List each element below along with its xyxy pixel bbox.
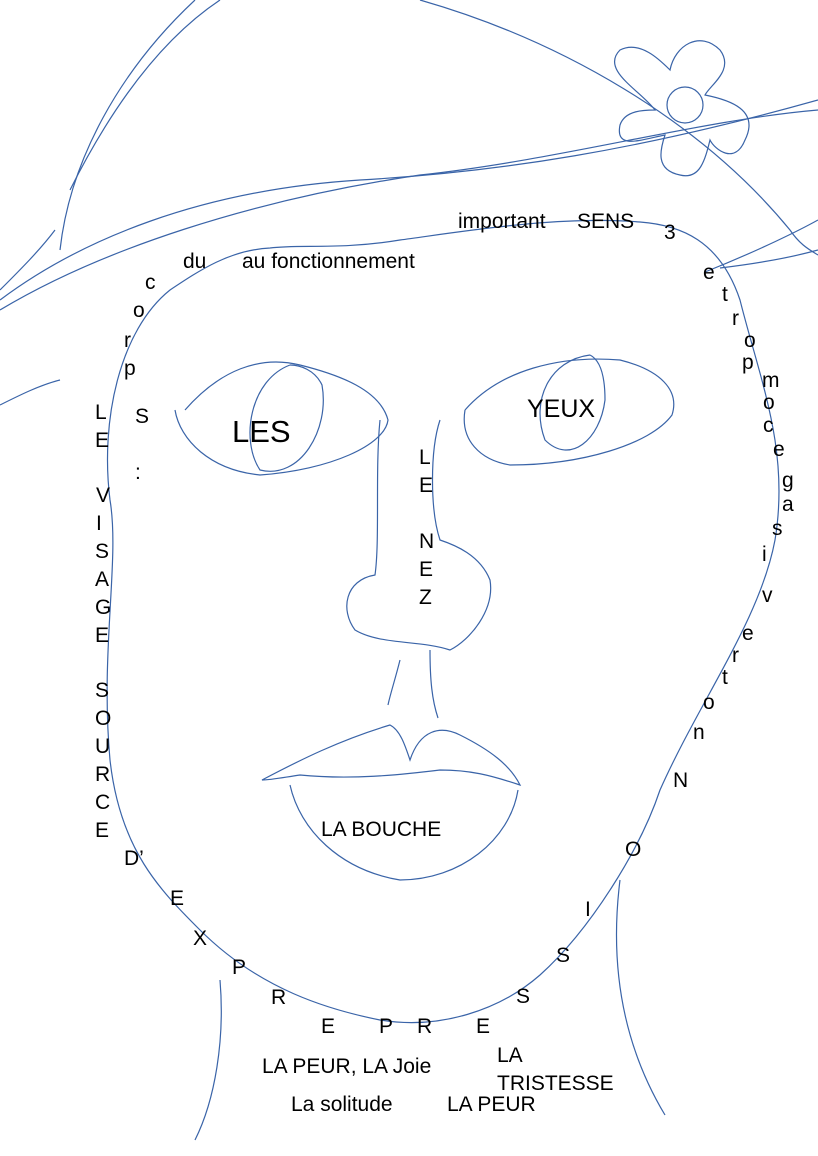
letter: r: [732, 644, 739, 667]
number-3: 3: [664, 221, 676, 244]
letter: I: [96, 512, 102, 535]
letter: R: [417, 1015, 433, 1038]
hat-edge: [0, 229, 56, 291]
letter: G: [95, 596, 112, 619]
letter: S: [516, 985, 531, 1008]
left-iris: [249, 364, 324, 472]
neck-right: [615, 879, 666, 1116]
hat-left-brim: [0, 379, 61, 406]
left-eye: [174, 361, 389, 476]
letter: P: [232, 956, 247, 979]
letter: t: [722, 283, 728, 306]
right-iris: [539, 354, 606, 451]
emotion-solitude: La solitude: [291, 1093, 393, 1116]
emotion-tristesse: TRISTESSE: [497, 1072, 614, 1095]
emotion-peur: LA PEUR: [447, 1093, 536, 1116]
mouth: [261, 724, 522, 787]
letter: c: [763, 414, 774, 437]
letter: E: [95, 819, 110, 842]
neck-left: [194, 979, 222, 1141]
letter: D’: [124, 847, 144, 870]
word-les: LES: [232, 414, 291, 449]
letter: I: [585, 898, 591, 921]
letter: N: [419, 530, 435, 553]
letter: L: [95, 401, 107, 424]
letter: r: [732, 307, 739, 330]
letter: E: [419, 474, 434, 497]
letter: o: [744, 329, 756, 352]
letter: s: [772, 517, 783, 540]
word-sens: SENS: [577, 210, 635, 233]
letter: S: [135, 405, 150, 428]
letter: c: [145, 271, 156, 294]
letter: C: [95, 791, 111, 814]
emotion-peur-joie: LA PEUR, LA Joie: [262, 1055, 432, 1078]
letter: E: [170, 887, 185, 910]
letter: L: [419, 446, 431, 469]
word-important: important: [458, 210, 546, 233]
letter: A: [95, 568, 110, 591]
letter: a: [782, 493, 794, 516]
lower-lip: [289, 784, 519, 881]
letter: V: [96, 484, 111, 507]
letter: p: [124, 357, 136, 380]
right-eye: [463, 358, 675, 466]
letter: o: [133, 299, 145, 322]
letter: m: [762, 369, 780, 392]
letter: O: [95, 707, 112, 730]
letter: E: [419, 558, 434, 581]
letter: o: [703, 691, 715, 714]
letter: e: [703, 261, 715, 284]
flower: [613, 40, 750, 177]
letter: g: [782, 469, 794, 492]
letter: R: [95, 763, 111, 786]
emotion-la: LA: [497, 1044, 523, 1067]
flower-center: [666, 86, 704, 124]
word-au-fonctionnement: au fonctionnement: [242, 250, 415, 273]
letter: n: [693, 721, 705, 744]
letter: E: [95, 429, 110, 452]
letter: v: [762, 584, 773, 607]
letter: X: [193, 927, 208, 950]
letter: P: [379, 1015, 394, 1038]
face-outline: [106, 219, 780, 1024]
letter: S: [95, 540, 110, 563]
letter: S: [556, 944, 571, 967]
letter: e: [773, 438, 785, 461]
word-du: du: [183, 250, 207, 273]
letter: E: [95, 624, 110, 647]
nose-lines: [387, 649, 439, 719]
hat-crown-2: [69, 0, 221, 191]
letter: Z: [419, 586, 432, 609]
letter: O: [625, 838, 642, 861]
word-yeux: YEUX: [527, 395, 596, 423]
letter: o: [763, 391, 775, 414]
letter: :: [135, 461, 141, 484]
hat-brim-lower: [0, 109, 818, 311]
letter: R: [271, 986, 287, 1009]
letter: E: [321, 1015, 336, 1038]
hat-crown: [59, 0, 196, 251]
letter: S: [95, 679, 110, 702]
letter: p: [742, 351, 754, 374]
word-la-bouche: LA BOUCHE: [321, 818, 442, 841]
letter: t: [722, 666, 728, 689]
letter: i: [762, 543, 767, 566]
letter: N: [673, 769, 689, 792]
letter: r: [124, 329, 131, 352]
letter: E: [476, 1015, 491, 1038]
letter: U: [95, 735, 111, 758]
nose: [346, 419, 492, 651]
letter: e: [742, 622, 754, 645]
hat-brim: [0, 99, 818, 301]
hat-crown-right: [419, 0, 818, 256]
